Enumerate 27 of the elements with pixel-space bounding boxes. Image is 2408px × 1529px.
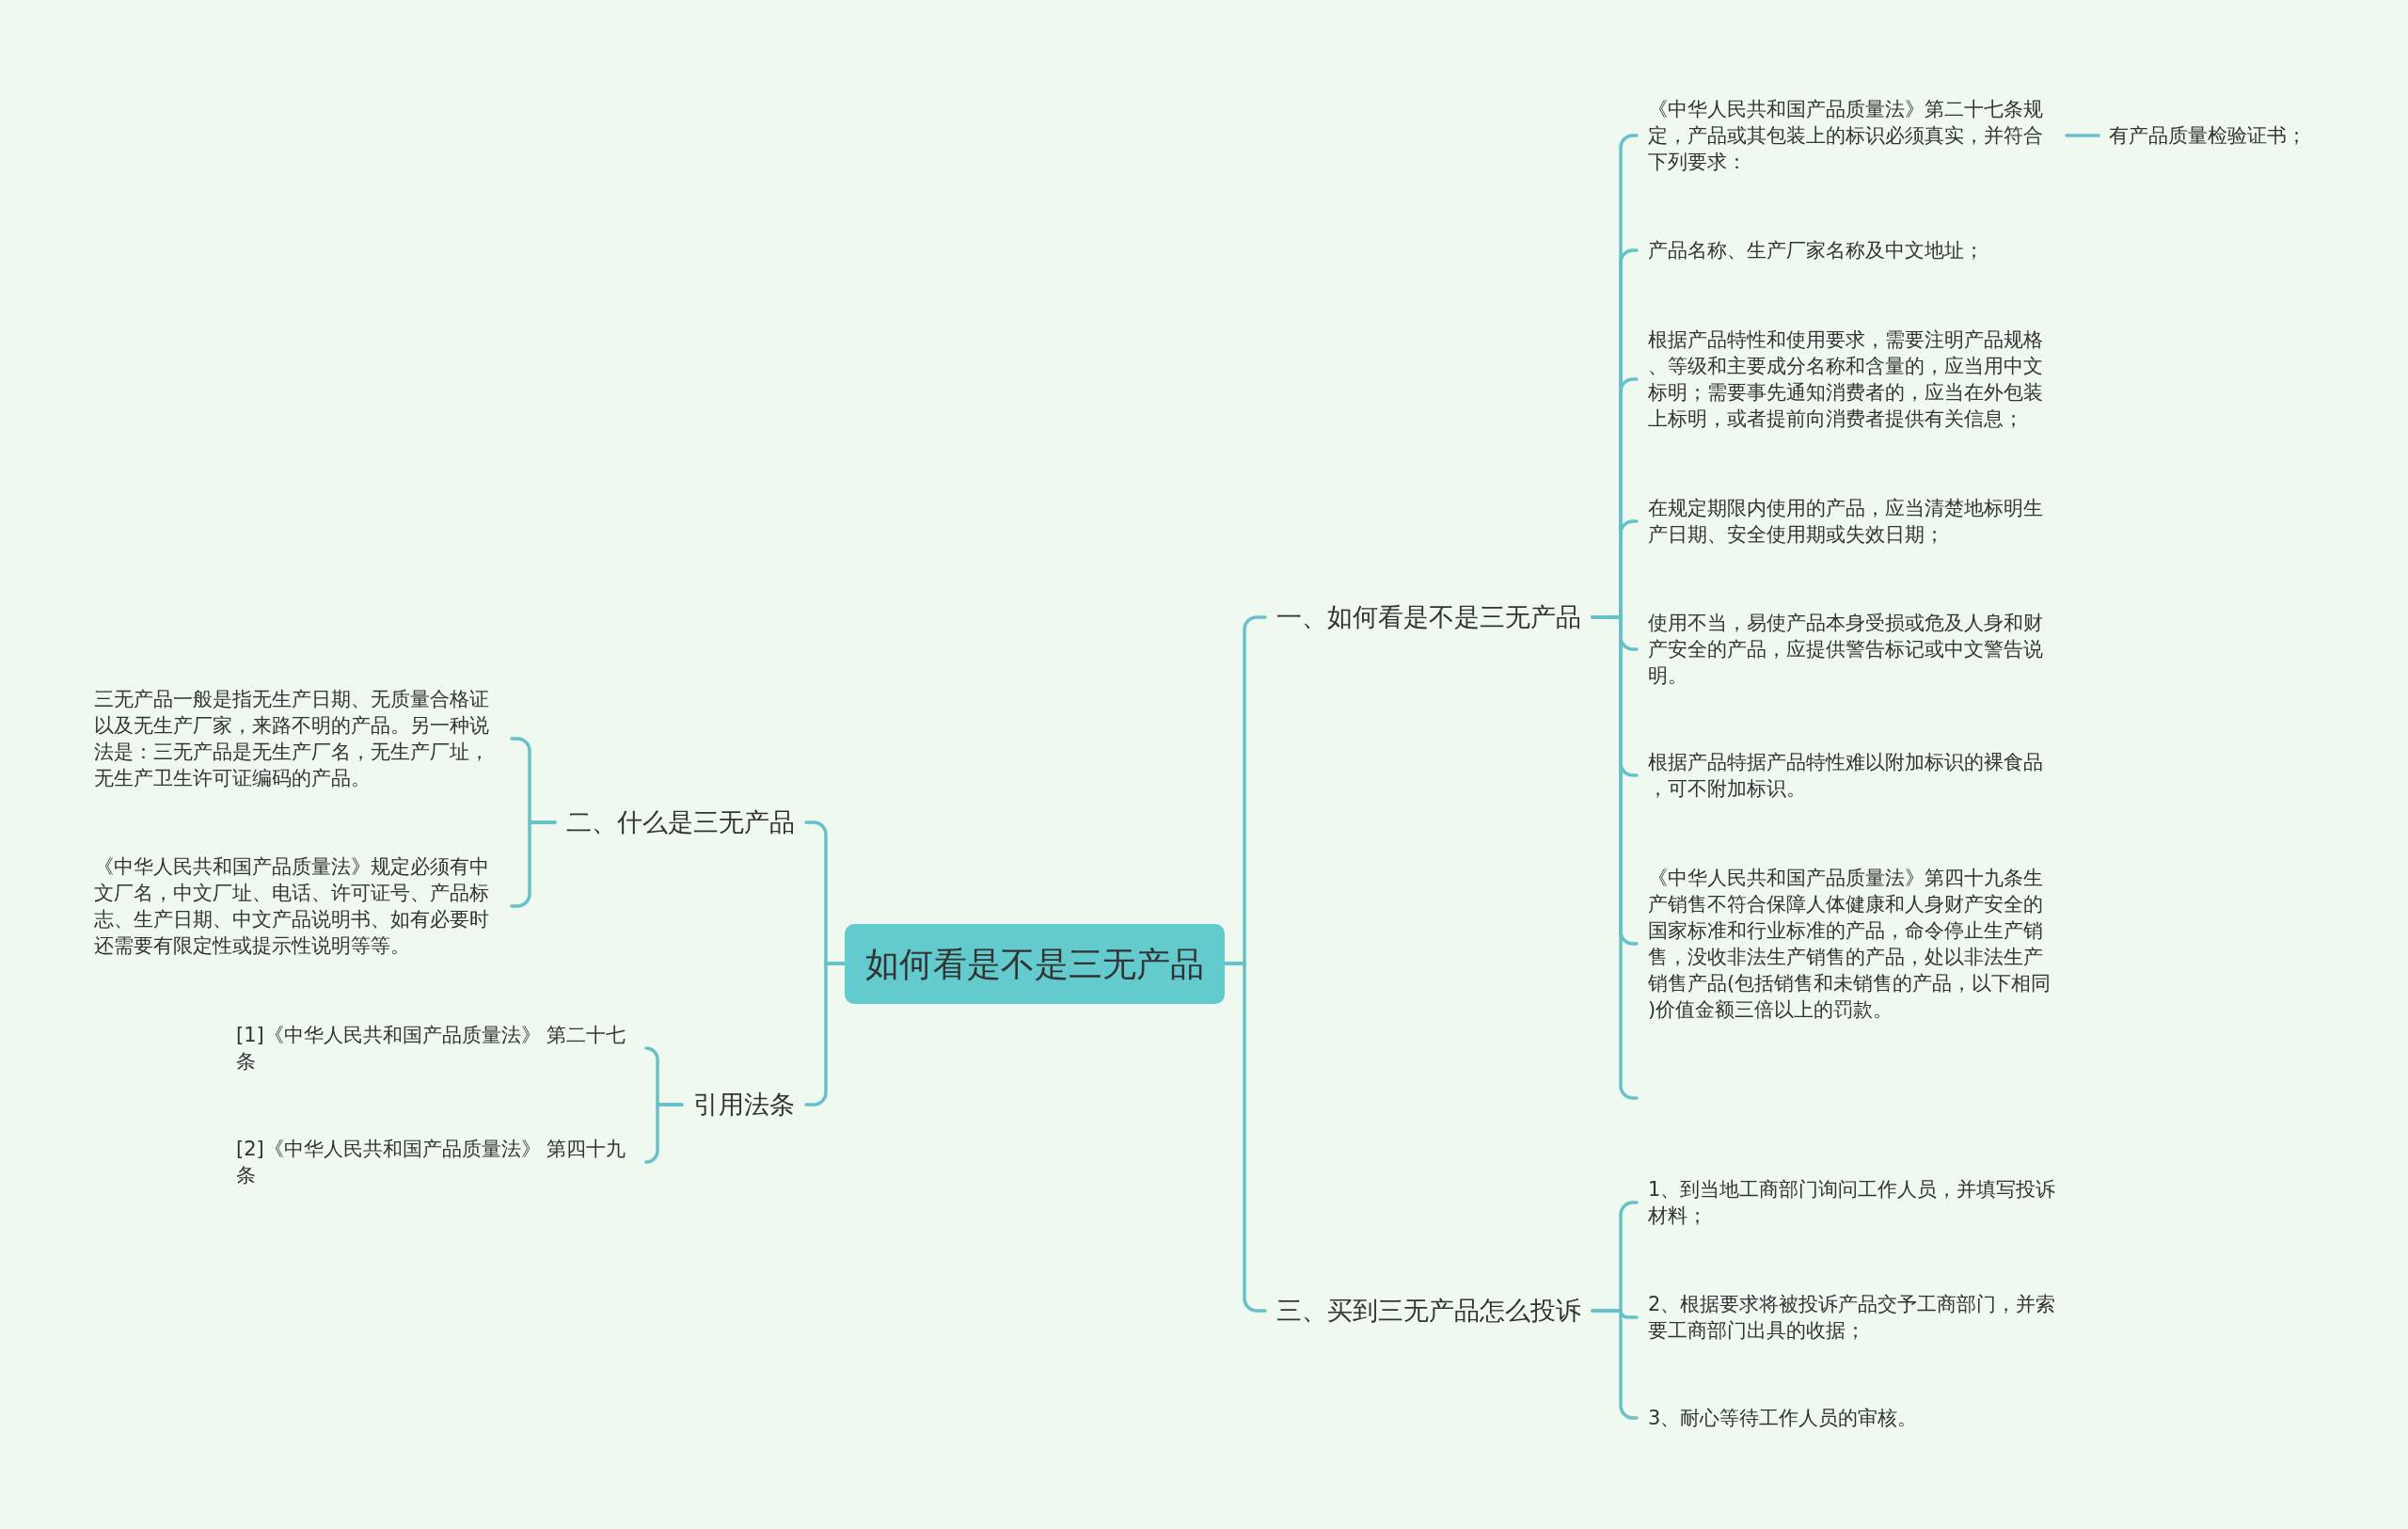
subtopic-text: [2]《中华人民共和国产品质量法》 第四十九条	[232, 1136, 646, 1188]
subtopic-text: 《中华人民共和国产品质量法》第二十七条规定，产品或其包装上的标识必须真实，并符合下列要求：	[1637, 96, 2067, 175]
subtopic-text: 三无产品一般是指无生产日期、无质量合格证以及无生产厂家，来路不明的产品。另一种说法是：三无产品是无生产厂名，无生产厂址，无生产卫生许可证编码的产品。	[90, 686, 512, 791]
branch-topic: 三、买到三无产品怎么投诉	[1265, 1293, 1592, 1329]
subtopic-text: 有产品质量检验证书；	[2099, 122, 2310, 149]
connector-line	[1591, 1309, 1639, 1420]
connector-line	[1591, 615, 1639, 1100]
connector-line	[2065, 134, 2100, 137]
subtopic-text: 《中华人民共和国产品质量法》规定必须有中文厂名，中文厂址、电话、许可证号、产品标志、生产日期、中文产品说明书、如有必要时还需要有限定性或提示性说明等等。	[90, 853, 512, 959]
subtopic-text: 1、到当地工商部门询问工作人员，并填写投诉材料；	[1637, 1176, 2061, 1229]
branch-topic: 引用法条	[682, 1087, 806, 1123]
subtopic-text: 在规定期限内使用的产品，应当清楚地标明生产日期、安全使用期或失效日期；	[1637, 495, 2061, 548]
branch-topic: 二、什么是三无产品	[555, 804, 806, 840]
connector-line	[510, 820, 557, 908]
subtopic-text: [1]《中华人民共和国产品质量法》 第二十七条	[232, 1022, 646, 1075]
subtopic-text: 3、耐心等待工作人员的审核。	[1637, 1405, 2061, 1431]
connector-line	[804, 962, 847, 1107]
subtopic-text: 根据产品特性和使用要求，需要注明产品规格、等级和主要成分名称和含量的，应当用中文标明；需要事先通知消费者的，应当在外包装上标明，或者提前向消费者提供有关信息；	[1637, 327, 2061, 432]
connector-line	[644, 1103, 684, 1164]
branch-topic: 一、如何看是不是三无产品	[1265, 599, 1592, 635]
subtopic-text: 使用不当，易使产品本身受损或危及人身和财产安全的产品，应提供警告标记或中文警告说明。	[1637, 610, 2061, 689]
central-topic-box: 如何看是不是三无产品	[845, 923, 1225, 1004]
connector-line	[1223, 962, 1267, 1313]
subtopic-text: 《中华人民共和国产品质量法》第四十九条生产销售不符合保障人体健康和人身财产安全的国家标准和行业标准的产品，命令停止生产销售，没收非法生产销售的产品，处以非法生产销售产品(包括销售和未销售的产品，以下相同)价值金额三倍以上的罚款。	[1637, 865, 2061, 1023]
subtopic-text: 2、根据要求将被投诉产品交予工商部门，并索要工商部门出具的收据；	[1637, 1291, 2061, 1344]
subtopic-text: 根据产品特据产品特性难以附加标识的裸食品，可不附加标识。	[1637, 749, 2061, 802]
subtopic-text: 产品名称、生产厂家名称及中文地址；	[1637, 237, 2061, 263]
